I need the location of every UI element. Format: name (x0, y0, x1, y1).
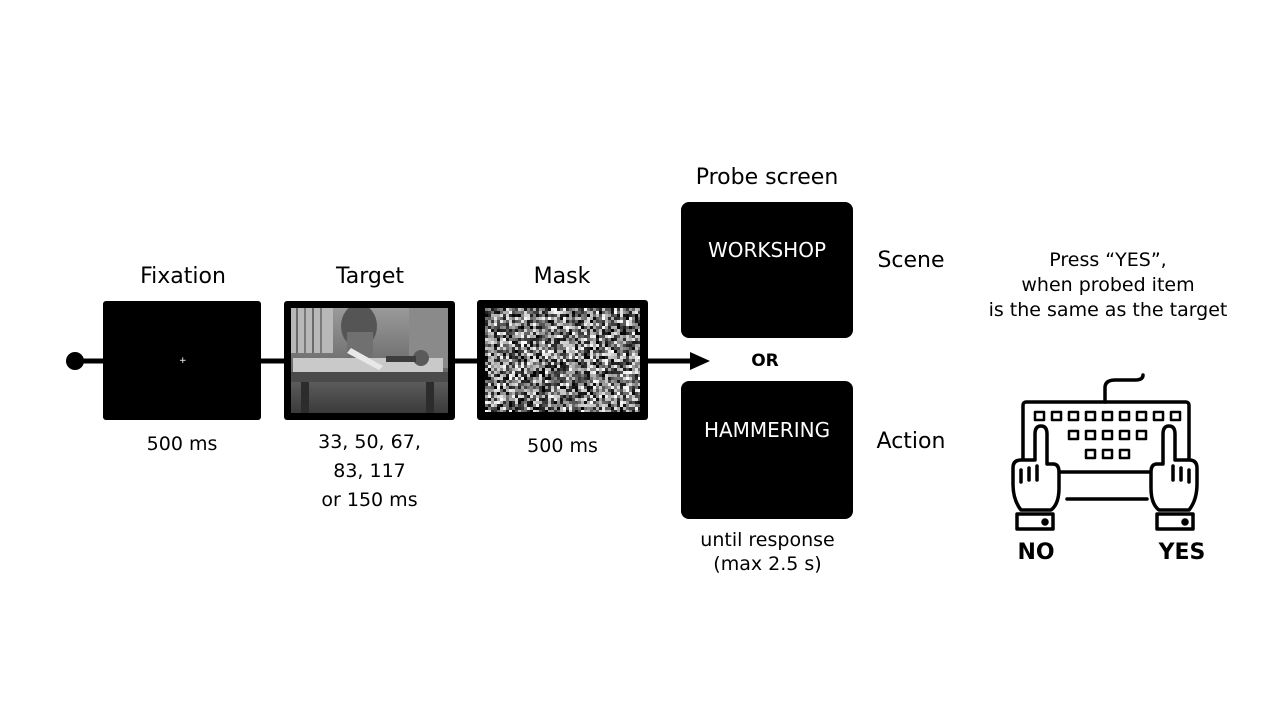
or-label: OR (751, 351, 779, 371)
timeline-arrowhead (690, 352, 710, 370)
probe-action-word: HAMMERING (703, 418, 831, 442)
scene-label: Scene (877, 248, 945, 273)
no-label: NO (1017, 540, 1055, 565)
probe-scene-word: WORKSHOP (707, 238, 827, 262)
target-duration: 33, 50, 67, 83, 117 or 150 ms (318, 431, 421, 511)
target-screen (284, 301, 455, 420)
target-scene-photo (291, 308, 448, 413)
probe-title: Probe screen (695, 165, 839, 190)
action-label: Action (876, 429, 946, 454)
fixation-title: Fixation (140, 264, 226, 289)
mask-screen (477, 300, 648, 420)
mask-duration: 500 ms (527, 435, 598, 457)
fixation-cross-icon: + (179, 356, 187, 366)
response-instruction: Press “YES”, when probed item is the sam… (988, 249, 1228, 321)
yes-label: YES (1158, 540, 1206, 565)
mask-noise-pattern (485, 308, 640, 412)
fixation-duration: 500 ms (146, 433, 218, 455)
fixation-screen: + (103, 301, 261, 420)
keyboard-hands-icon (1011, 373, 1199, 531)
target-title: Target (335, 264, 405, 289)
probe-action-screen: HAMMERING (681, 381, 853, 519)
mask-title: Mask (533, 264, 591, 289)
probe-duration: until response (max 2.5 s) (700, 529, 835, 575)
probe-scene-screen: WORKSHOP (681, 202, 853, 338)
